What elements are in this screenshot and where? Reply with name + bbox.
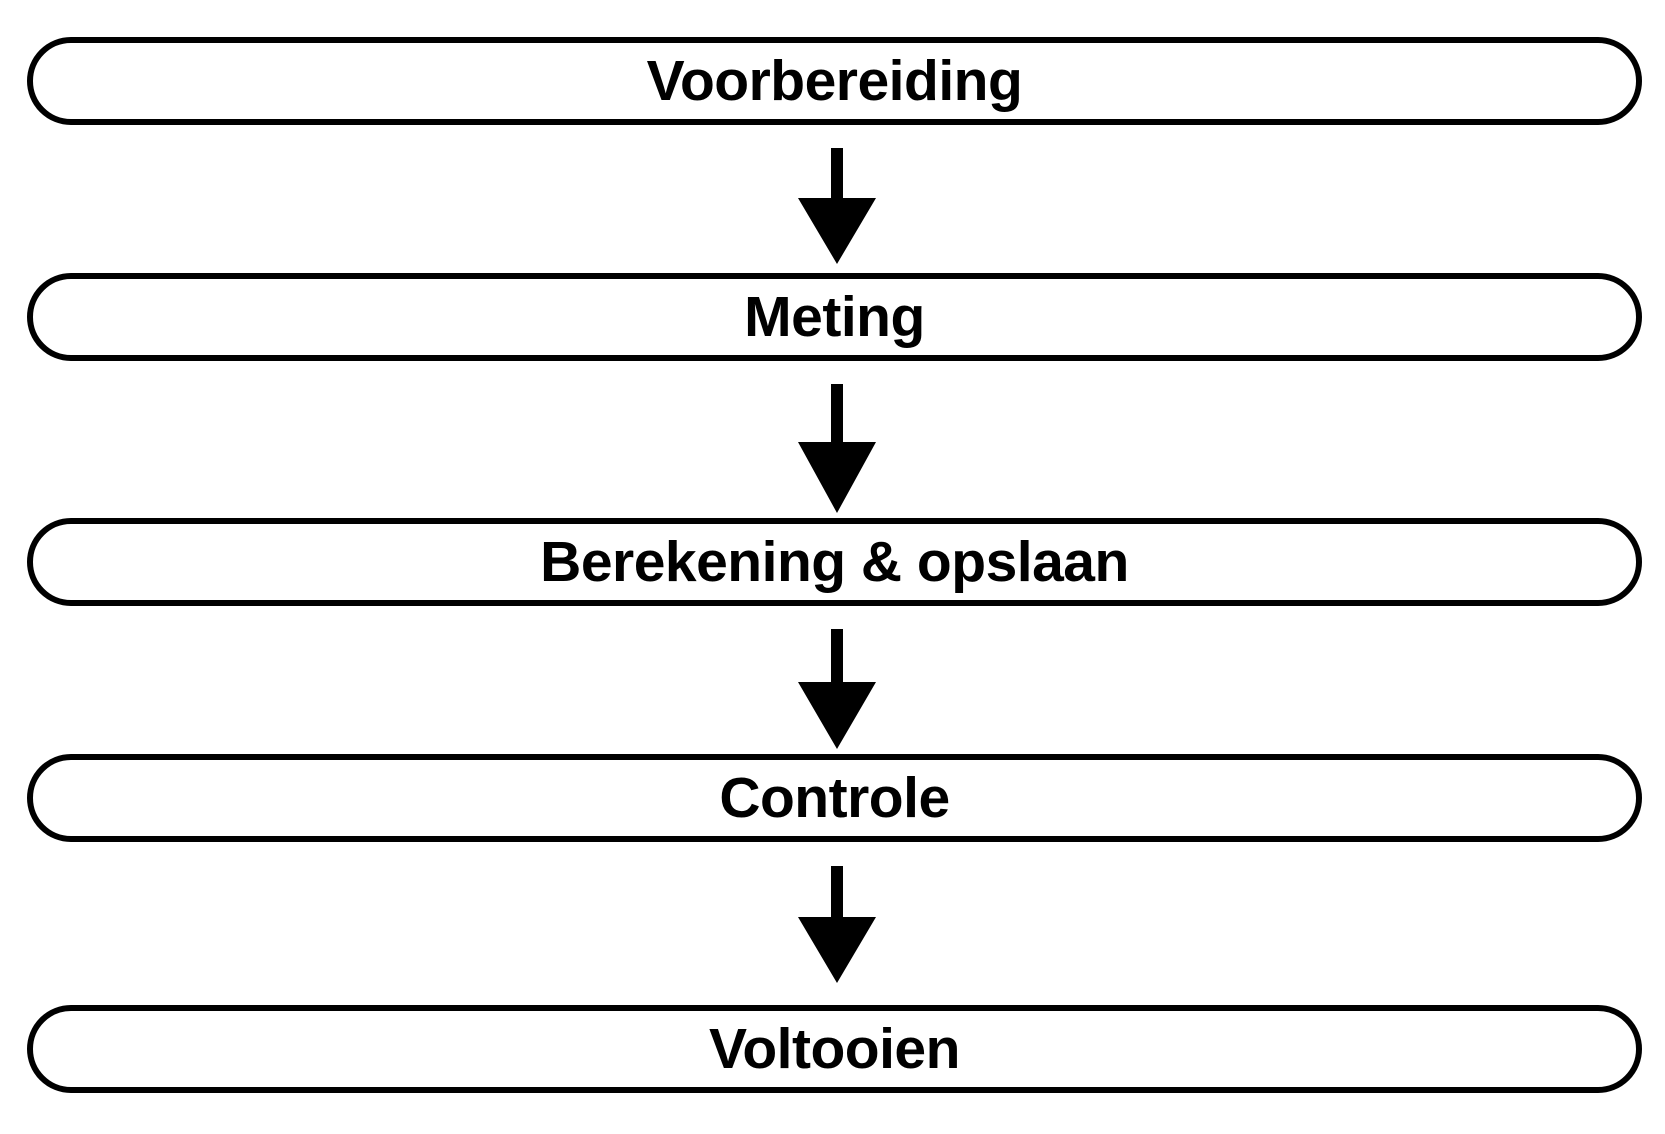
flow-node-label: Controle: [719, 765, 950, 830]
flow-node-meting[interactable]: Meting: [27, 273, 1642, 361]
flow-node-berekening-opslaan[interactable]: Berekening & opslaan: [27, 518, 1642, 606]
arrow-down-icon: [798, 629, 876, 749]
flow-node-label: Berekening & opslaan: [540, 529, 1129, 594]
arrow-down-icon: [798, 148, 876, 264]
flow-node-label: Voorbereiding: [646, 48, 1023, 113]
arrow-down-icon: [798, 384, 876, 513]
arrow-down-icon: [798, 866, 876, 983]
flow-node-voltooien[interactable]: Voltooien: [27, 1005, 1642, 1093]
flow-node-voorbereiding[interactable]: Voorbereiding: [27, 37, 1642, 125]
flow-node-controle[interactable]: Controle: [27, 754, 1642, 842]
flow-node-label: Meting: [744, 284, 925, 349]
flow-node-label: Voltooien: [709, 1016, 960, 1081]
